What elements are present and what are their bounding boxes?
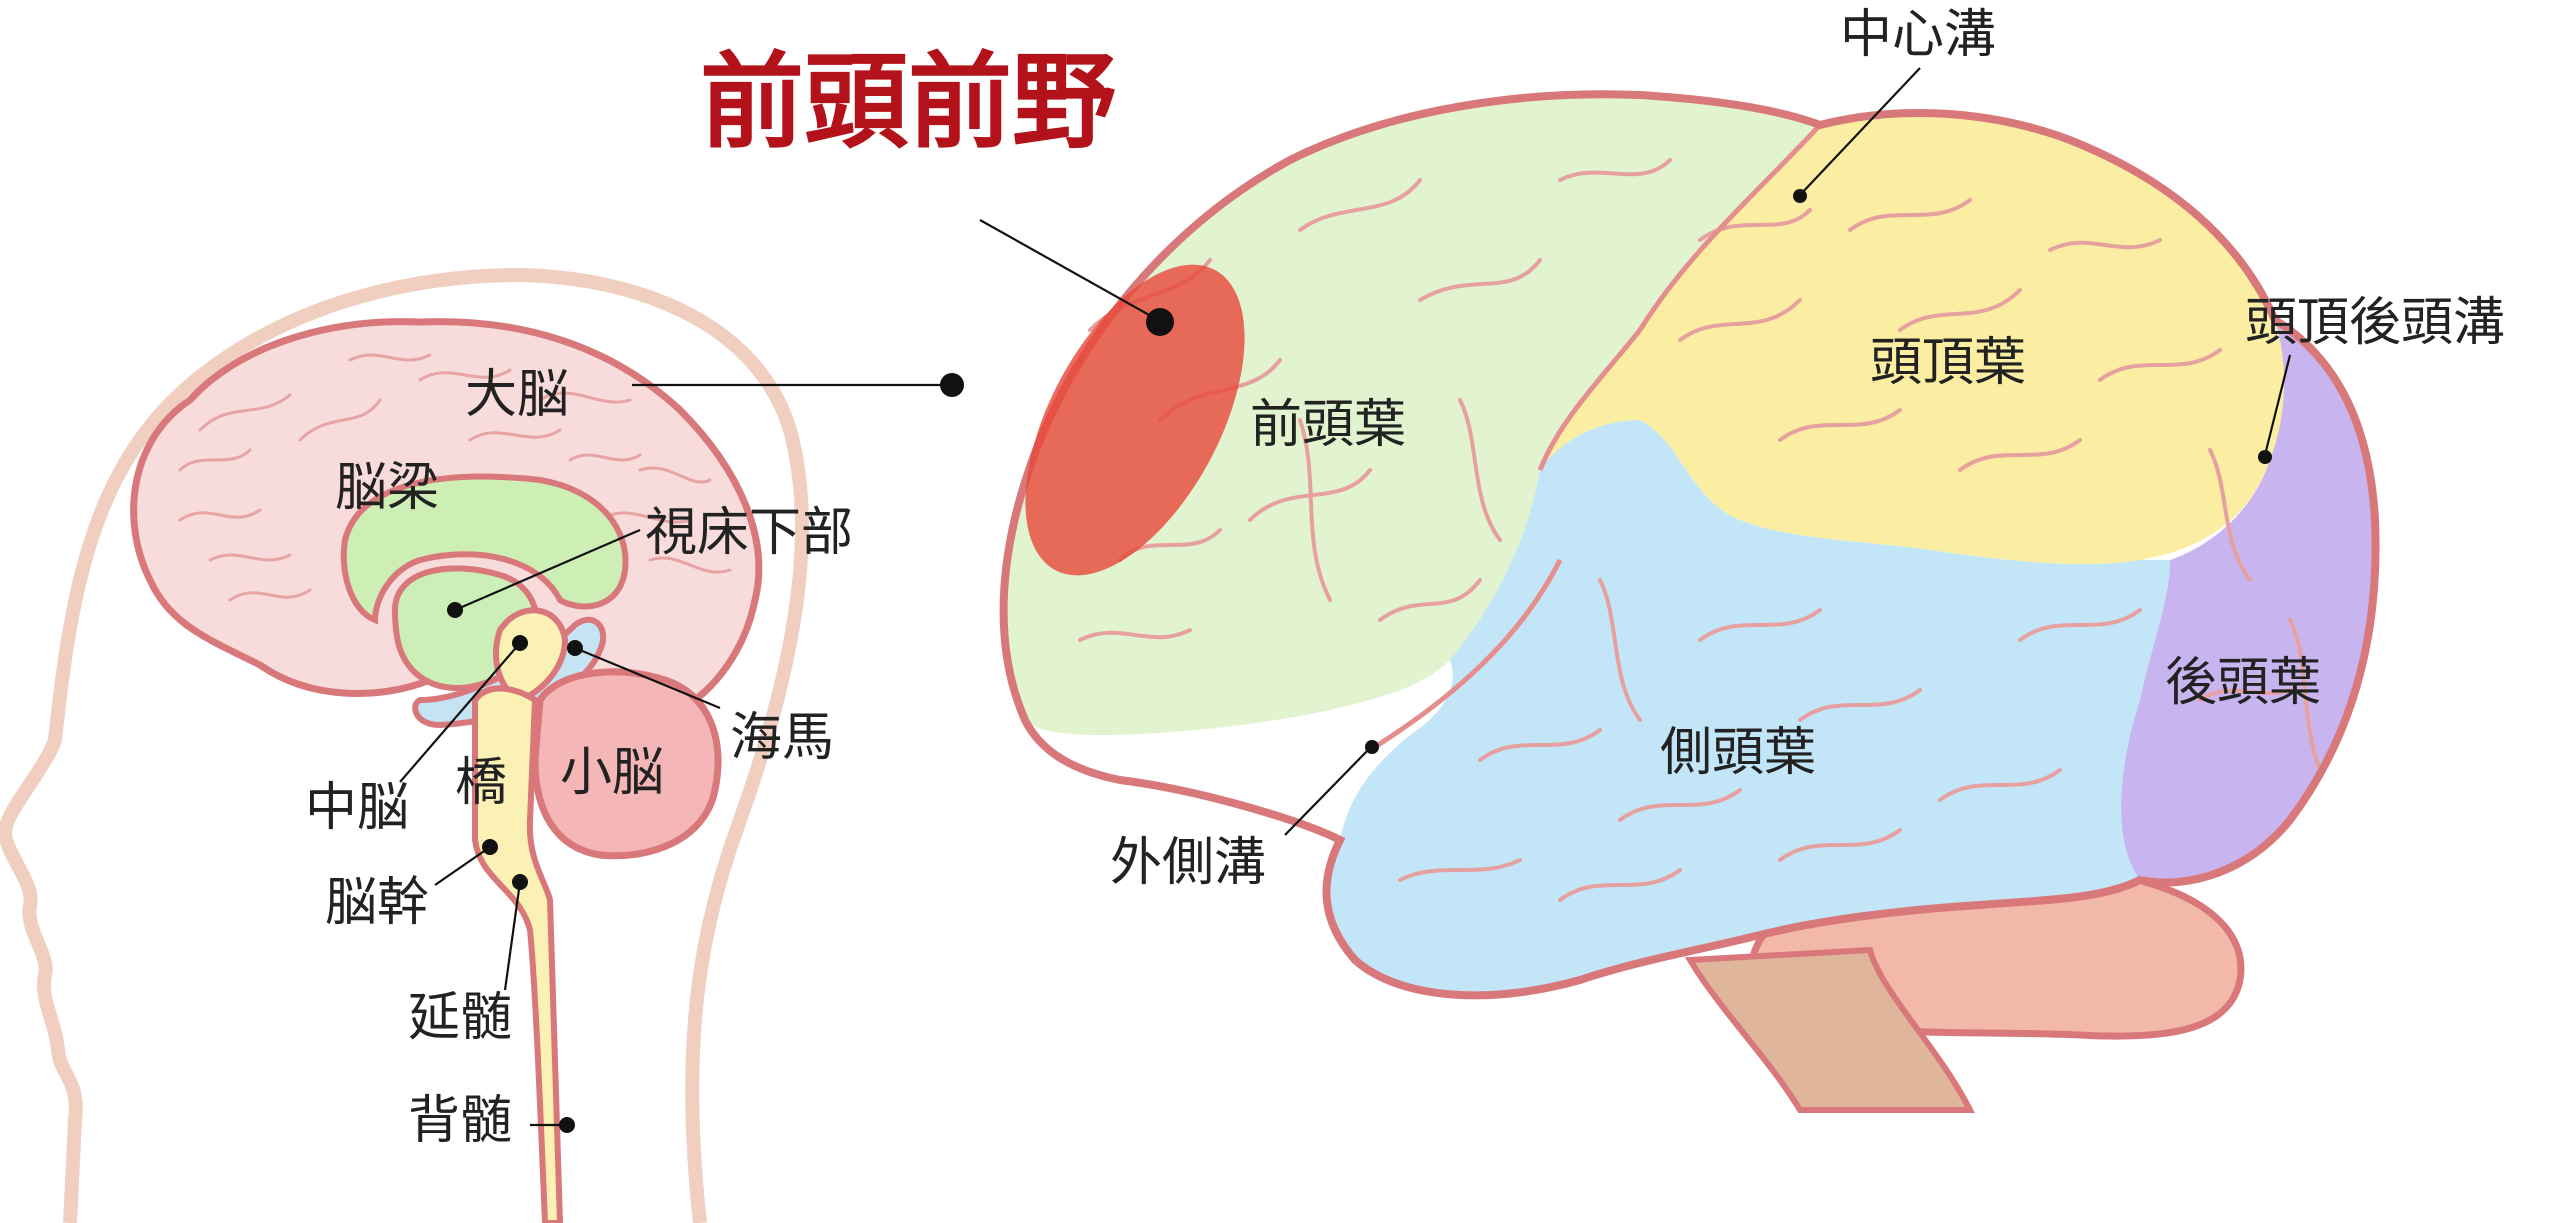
temporal-lobe-shape [1326, 420, 2170, 996]
prefrontal-dot [1146, 308, 1174, 336]
head-cross-section [0, 268, 809, 1223]
label-lateral-sulcus: 外側溝 [1110, 833, 1266, 893]
central-sulcus-leader [1799, 67, 1921, 196]
corpus-callosum-shape [340, 473, 629, 625]
hypothalamus-leader [454, 528, 641, 612]
midbrain-leader [399, 642, 521, 783]
label-spinal-cord: 背髄 [408, 1091, 512, 1151]
lateral-sulcus-leader [1284, 747, 1371, 836]
lateral-brain-outline [999, 90, 2380, 1000]
hypothalamus-dot [447, 602, 463, 618]
label-cerebrum: 大脳 [465, 365, 569, 425]
midbrain-shape [493, 607, 569, 704]
page-title: 前頭前野 [700, 41, 1116, 163]
lateral-brainstem-shape [1684, 946, 1975, 1113]
parieto-occipital-leader [2263, 354, 2292, 456]
label-hypothalamus: 視床下部 [645, 503, 853, 563]
central-sulcus-dot [1793, 189, 1807, 203]
spinal-cord-dot [559, 1117, 575, 1133]
label-frontal-lobe: 前頭葉 [1250, 395, 1406, 455]
head-outline [0, 268, 809, 1223]
label-central-sulcus: 中心溝 [1840, 5, 1996, 65]
label-brainstem: 脳幹 [325, 873, 429, 933]
parieto-occipital-dot [2258, 450, 2272, 464]
hippocampus-leader [574, 646, 721, 710]
label-medulla: 延髄 [408, 988, 512, 1048]
label-pons: 橋 [455, 753, 507, 813]
label-corpus-callosum: 脳梁 [335, 458, 439, 518]
left-leader-lines [399, 373, 964, 1133]
central-sulcus-line [1537, 123, 1822, 471]
brainstem-leader [434, 846, 491, 886]
cerebellum-shape [531, 668, 722, 860]
hippocampus-dot [567, 640, 583, 656]
prefrontal-cortex-highlight [1025, 264, 1245, 576]
lateral-sulcus-line [1368, 558, 1563, 753]
midbrain-dot [512, 635, 528, 651]
label-parietal-lobe: 頭頂葉 [1870, 333, 2026, 393]
label-parieto-occipital-sulcus: 頭頂後頭溝 [2245, 293, 2505, 353]
prefrontal-leader [979, 219, 1159, 321]
label-cerebellum: 小脳 [560, 743, 664, 803]
brainstem-dot [482, 839, 498, 855]
lateral-sulcus-dot [1365, 740, 1379, 754]
medulla-dot [512, 874, 528, 890]
brainstem-shape [472, 685, 564, 1223]
frontal-lobe-shape [1003, 94, 1820, 735]
cerebrum-gyri [178, 353, 732, 602]
label-hippocampus: 海馬 [730, 708, 834, 768]
right-leader-lines [979, 67, 2292, 836]
left-labels: 大脳 脳梁 視床下部 海馬 小脳 橋 中脳 脳幹 延髄 背髄 [305, 365, 853, 1151]
label-occipital-lobe: 後頭葉 [2165, 653, 2321, 713]
medulla-leader [503, 881, 522, 991]
label-temporal-lobe: 側頭葉 [1660, 723, 1816, 783]
lateral-brain [999, 90, 2380, 1113]
cerebrum-connector-dot [940, 373, 964, 397]
label-midbrain: 中脳 [305, 778, 409, 838]
right-labels: 中心溝 頭頂後頭溝 前頭葉 頭頂葉 後頭葉 側頭葉 外側溝 [1110, 5, 2505, 893]
